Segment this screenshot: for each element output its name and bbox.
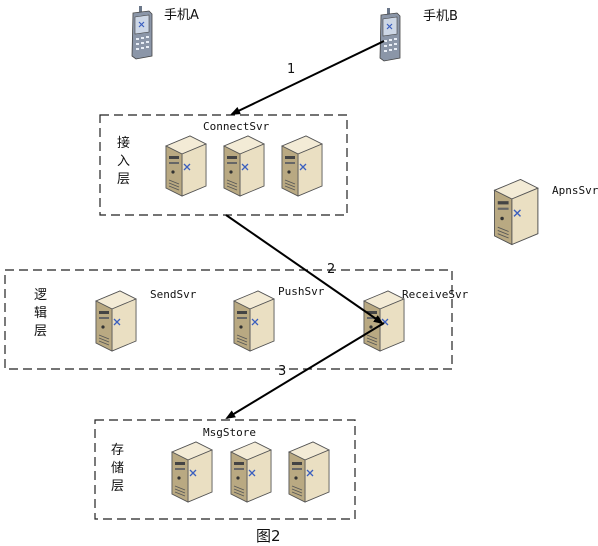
storage-layer: 存 储 层 MsgStore [94,419,356,520]
storage-layer-title-1: 存 [111,443,124,458]
arrow-1 [230,40,385,115]
msgstore-server-icon [288,441,330,503]
logic-layer: 逻 辑 层 SendSvr PushSvr ReceiveSvr [4,269,469,370]
storage-layer-title-3: 层 [111,479,124,494]
msgstore-server-icon [230,441,272,503]
figure-caption: 图2 [256,527,281,545]
receivesvr-label: ReceiveSvr [402,288,469,301]
access-layer-title-2: 入 [117,154,130,169]
storage-layer-box [94,419,356,520]
phone-a: 手机A [131,6,199,60]
phone-a-label: 手机A [164,8,199,23]
msgstore-label: MsgStore [203,426,256,439]
arrow-3-step: 3 [278,364,286,379]
phone-b-icon [379,8,401,62]
sendsvr-server-icon [95,290,137,352]
access-layer-title-1: 接 [117,135,130,151]
access-layer-box [99,114,348,216]
logic-layer-title-2: 辑 [34,306,47,321]
connectsvr-server-icon [281,135,323,197]
msgstore-server-icon [171,441,213,503]
arrow-2-step: 2 [327,262,335,277]
arrow-3 [225,322,385,420]
apnssvr-label: ApnsSvr [552,184,598,197]
pushsvr-label: PushSvr [278,285,325,298]
apns-server: ApnsSvr [493,178,598,246]
connectsvr-label: ConnectSvr [203,120,270,133]
phone-b-label: 手机B [423,9,458,24]
arrow-2 [225,214,384,325]
logic-layer-title-1: 逻 [34,288,47,303]
connectsvr-server-icon [223,135,265,197]
phone-b: 手机B [379,8,458,62]
access-layer: 接 入 层 ConnectSvr [99,114,348,216]
pushsvr-server-icon [233,290,275,352]
logic-layer-title-3: 层 [34,324,47,339]
connectsvr-server-icon [165,135,207,197]
phone-a-icon [131,6,153,60]
access-layer-title-3: 层 [117,172,130,187]
storage-layer-title-2: 储 [111,461,124,476]
flow-arrows: 1 2 3 [225,40,385,420]
receivesvr-server-icon [363,290,405,352]
logic-layer-box [4,269,453,370]
arrow-1-step: 1 [287,62,295,77]
apnssvr-server-icon [493,178,539,246]
sendsvr-label: SendSvr [150,288,197,301]
